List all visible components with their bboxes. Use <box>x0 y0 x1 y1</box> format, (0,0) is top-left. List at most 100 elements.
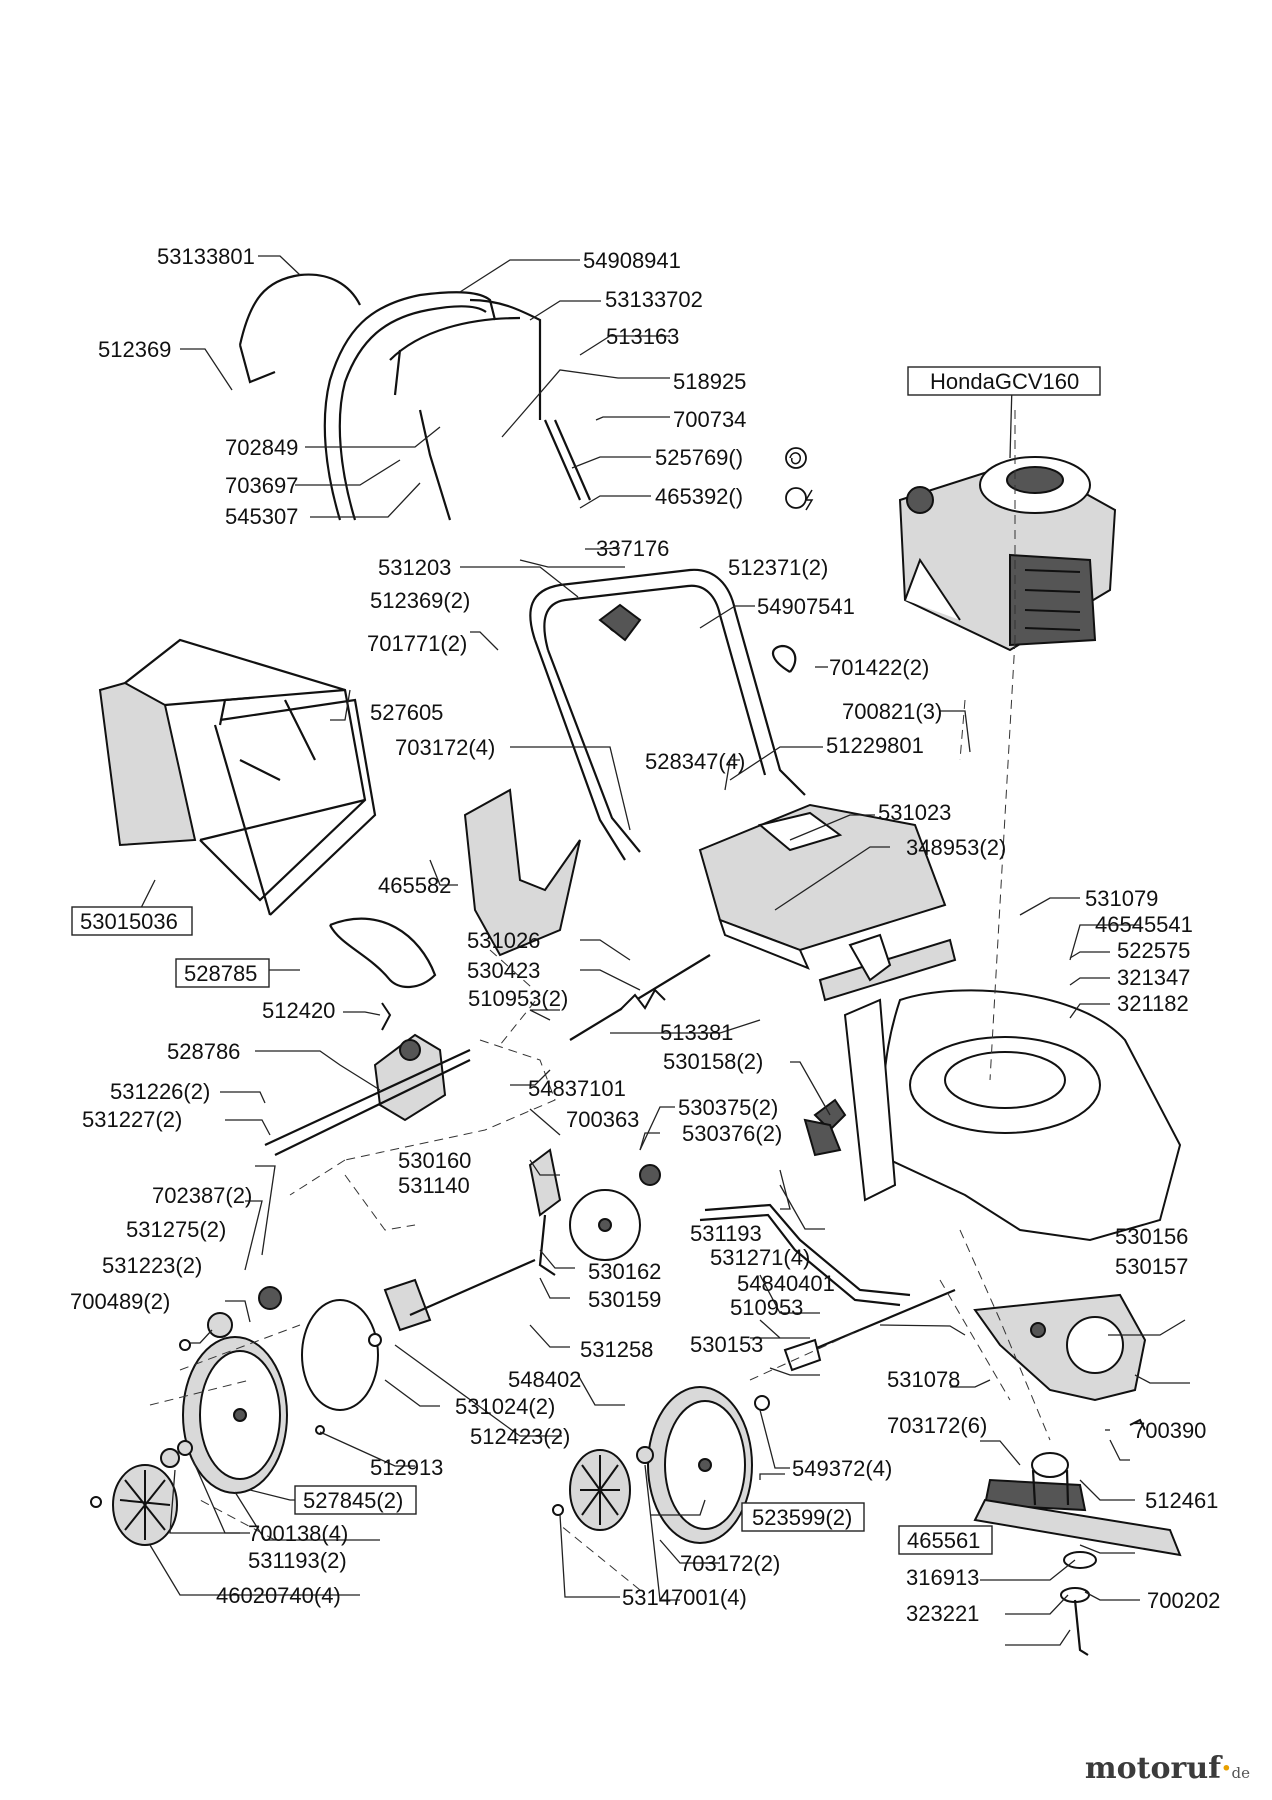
part-label: 531140 <box>398 1173 470 1198</box>
part-label: 46545541 <box>1095 912 1193 937</box>
front-axle <box>699 1203 956 1372</box>
rear-flap <box>698 803 947 970</box>
part-label: 702387(2) <box>152 1183 252 1208</box>
blade-adapter-housing <box>973 1293 1147 1402</box>
parts-illustrations <box>90 273 1182 1656</box>
part-label: 530153 <box>690 1332 763 1357</box>
part-label: 46020740(4) <box>216 1583 341 1608</box>
part-label: 54840401 <box>737 1271 835 1296</box>
part-label: 512420 <box>262 998 335 1023</box>
clip-701422 <box>772 644 797 673</box>
part-label: 530423 <box>467 958 540 983</box>
mower-deck <box>813 933 1182 1242</box>
part-label: 522575 <box>1117 938 1190 963</box>
part-label: 531078 <box>887 1367 960 1392</box>
part-label: 531275(2) <box>126 1217 226 1242</box>
part-label: 513381 <box>660 1020 733 1045</box>
engine-honda <box>898 456 1117 652</box>
part-label: 531193(2) <box>248 1548 347 1573</box>
part-label: 53015036 <box>80 909 178 934</box>
watermark-name: motoruf <box>1084 1751 1222 1786</box>
part-label: 337176 <box>596 536 669 561</box>
part-label: 53133702 <box>605 287 703 312</box>
part-label: 51229801 <box>826 733 924 758</box>
rod-spring <box>569 954 711 1041</box>
upper-handle <box>238 273 592 521</box>
part-label: 700202 <box>1147 1588 1220 1613</box>
part-label: 512369(2) <box>370 588 470 613</box>
gearbox <box>264 1002 471 1156</box>
part-label: 700138(4) <box>248 1521 348 1546</box>
part-label: 348953(2) <box>906 835 1006 860</box>
part-label: 465561 <box>907 1528 980 1553</box>
engine-model-label: HondaGCV160 <box>930 369 1079 394</box>
watermark-logo: motoruf·de <box>1085 1751 1250 1786</box>
rear-wheel <box>90 1299 379 1546</box>
safety-wire-icon <box>785 447 807 469</box>
label-465392: 465392() <box>655 484 814 511</box>
part-label: 510953 <box>730 1295 803 1320</box>
height-bar <box>818 938 957 1002</box>
part-label: 54907541 <box>757 594 855 619</box>
part-label: 700363 <box>566 1107 639 1132</box>
part-label: 54837101 <box>528 1076 626 1101</box>
blade <box>973 1418 1182 1656</box>
part-label: 53133801 <box>157 244 255 269</box>
part-label: 700734 <box>673 407 746 432</box>
part-label: 512461 <box>1145 1488 1218 1513</box>
part-label: 512369 <box>98 337 171 362</box>
grass-bag <box>98 638 377 916</box>
part-label: 527605 <box>370 700 443 725</box>
part-label: 701422(2) <box>829 655 929 680</box>
part-label: 530157 <box>1115 1254 1188 1279</box>
part-label: 531227(2) <box>82 1107 182 1132</box>
part-labels: 53133801 54908941 53133702 512369 513163… <box>70 244 1220 1626</box>
part-label: 525769() <box>655 445 743 470</box>
part-label: 531026 <box>467 928 540 953</box>
part-label: 518925 <box>673 369 746 394</box>
part-label: 530376(2) <box>682 1121 782 1146</box>
part-label: 703172(4) <box>395 735 495 760</box>
label-boxes <box>71 366 1101 1555</box>
part-label: 530375(2) <box>678 1095 778 1120</box>
mulch-plug <box>463 788 581 957</box>
wheel-bracket <box>528 1118 842 1276</box>
part-label: 316913 <box>906 1565 979 1590</box>
part-label: 531258 <box>580 1337 653 1362</box>
assembly-lines <box>149 410 1051 1591</box>
part-label: 531203 <box>378 555 451 580</box>
part-label: 703697 <box>225 473 298 498</box>
part-label: 321182 <box>1117 991 1189 1016</box>
part-label: 465582 <box>378 873 451 898</box>
lower-handle <box>529 568 806 861</box>
part-label: 527845(2) <box>303 1488 403 1513</box>
part-label: 548402 <box>508 1367 581 1392</box>
leader-lines <box>138 255 1190 1646</box>
part-label: 513163 <box>606 324 679 349</box>
part-label: 545307 <box>225 504 298 529</box>
part-label: 549372(4) <box>792 1456 892 1481</box>
part-label: 531024(2) <box>455 1394 555 1419</box>
part-label: 512913 <box>370 1455 443 1480</box>
part-label: 530159 <box>588 1287 661 1312</box>
part-label: 530160 <box>398 1148 471 1173</box>
part-label: 321347 <box>1117 965 1190 990</box>
part-label: 528785 <box>184 961 257 986</box>
front-wheel <box>552 1386 770 1544</box>
part-label: 703172(2) <box>680 1551 780 1576</box>
part-label: 701771(2) <box>367 631 467 656</box>
part-label: 700489(2) <box>70 1289 170 1314</box>
part-label: 531226(2) <box>110 1079 210 1104</box>
part-label: 530156 <box>1115 1224 1188 1249</box>
part-label: 54908941 <box>583 248 681 273</box>
drive-gears <box>179 1286 382 1435</box>
ignition-icon <box>785 487 807 509</box>
part-label: 528347(4) <box>645 749 745 774</box>
part-label: 323221 <box>906 1601 979 1626</box>
part-label: 531023 <box>878 800 951 825</box>
part-label: 512423(2) <box>470 1424 570 1449</box>
watermark-dot: · <box>1221 1751 1232 1786</box>
part-label: 531223(2) <box>102 1253 202 1278</box>
part-label: 530162 <box>588 1259 661 1284</box>
